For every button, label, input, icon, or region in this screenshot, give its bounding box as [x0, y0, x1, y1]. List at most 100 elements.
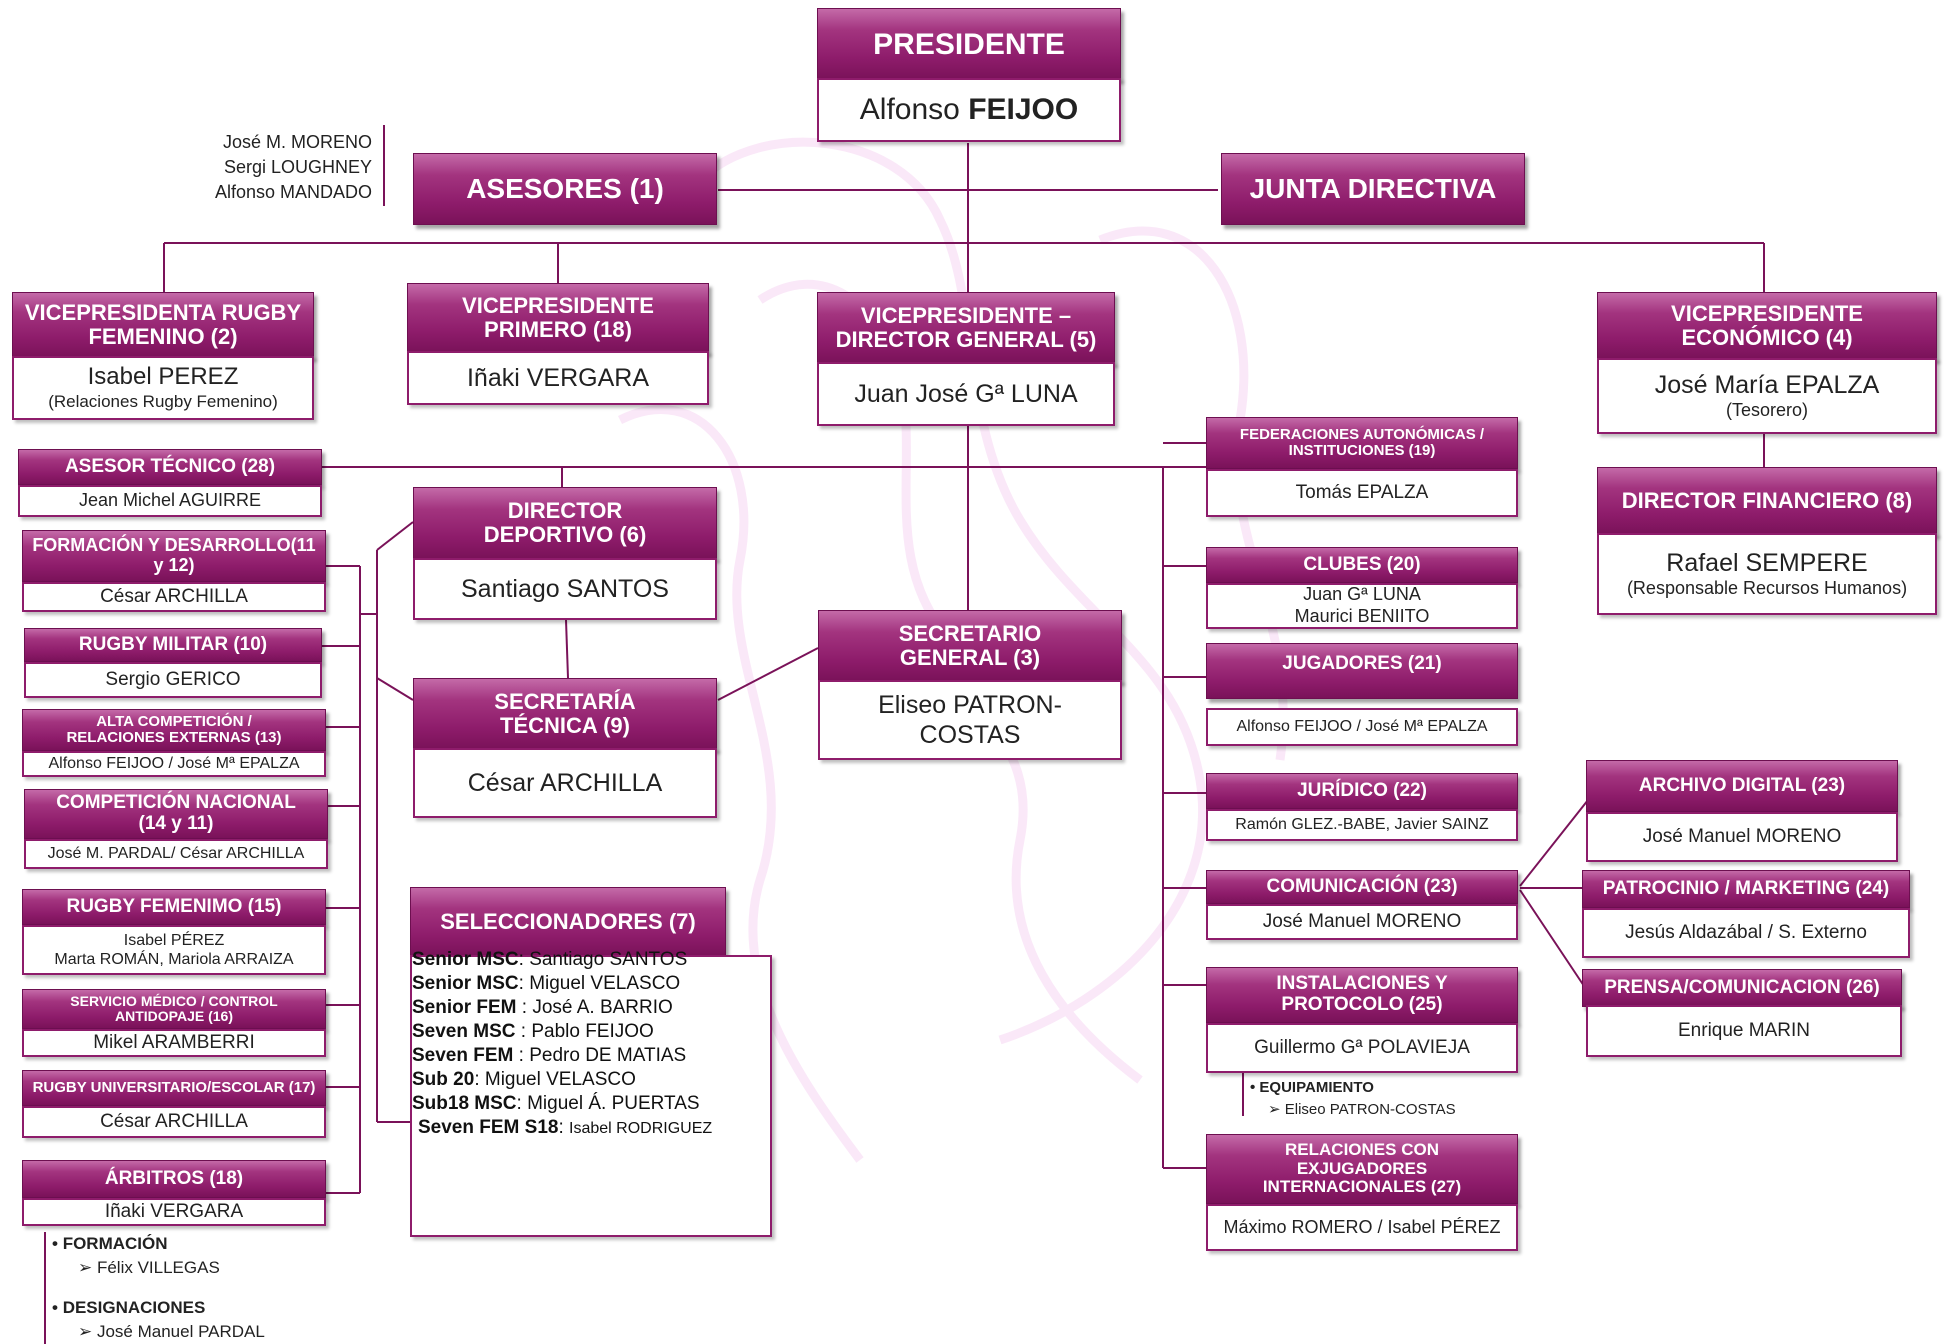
- comunicacion-title: COMUNICACIÓN (23): [1206, 870, 1518, 904]
- seleccionadores-body: [410, 955, 772, 1237]
- vp-director-general-name: Juan José Gª LUNA: [854, 380, 1078, 408]
- note-heading-text: EQUIPAMIENTO: [1259, 1079, 1374, 1096]
- note-item: ➢ José Manuel PARDAL: [52, 1320, 312, 1344]
- seleccionadores-title: SELECCIONADORES (7): [410, 887, 726, 957]
- note-heading-text: DESIGNACIONES: [62, 1298, 206, 1317]
- secretaria-tecnica-name: César ARCHILLA: [467, 769, 663, 797]
- director-deportivo-body: Santiago SANTOS: [413, 558, 717, 620]
- instalaciones-title: INSTALACIONES Y PROTOCOLO (25): [1206, 967, 1518, 1023]
- separator: :: [513, 1045, 530, 1066]
- arrow-icon: ➢: [1268, 1101, 1285, 1118]
- clubes-name-2: Maurici BENIITO: [1294, 606, 1430, 626]
- federaciones-title: FEDERACIONES AUTONÓMICAS / INSTITUCIONES…: [1206, 417, 1518, 469]
- team-label: Sub 20: [412, 1069, 475, 1090]
- team-label: Seven FEM S18: [418, 1117, 559, 1138]
- jugadores-body: Alfonso FEIJOO / José Mª EPALZA: [1206, 708, 1518, 746]
- vp-economico-detail: (Tesorero): [1725, 400, 1809, 421]
- vp-director-general-node: VICEPRESIDENTE – DIRECTOR GENERAL (5) Ju…: [817, 292, 1115, 426]
- secretario-general-name: Eliseo PATRON-COSTAS: [878, 691, 1062, 749]
- seleccionadores-list: Senior MSC: Santiago SANTOS Senior MSC: …: [412, 948, 762, 1141]
- patrocinio-title: PATROCINIO / MARKETING (24): [1582, 870, 1910, 908]
- team-label: Sub18 MSC: [412, 1093, 517, 1114]
- presidente-title: PRESIDENTE: [817, 8, 1121, 80]
- instalaciones-notes: • EQUIPAMIENTO ➢ Eliseo PATRON-COSTAS: [1250, 1077, 1510, 1121]
- rugby-femenino-node: RUGBY FEMENIMO (15) Isabel PÉREZ Marta R…: [22, 889, 326, 975]
- coach-name: Miguel Á. PUERTAS: [527, 1093, 700, 1114]
- rugby-universitario-body: César ARCHILLA: [22, 1106, 326, 1138]
- director-financiero-name: Rafael SEMPERE: [1666, 549, 1868, 578]
- archivo-digital-node: ARCHIVO DIGITAL (23) José Manuel MORENO: [1586, 760, 1898, 862]
- juridico-node: JURÍDICO (22) Ramón GLEZ.-BABE, Javier S…: [1206, 773, 1518, 841]
- seleccionador-entry: Seven FEM : Pedro DE MATIAS: [412, 1044, 762, 1068]
- alta-competicion-body: Alfonso FEIJOO / José Mª EPALZA: [22, 751, 326, 777]
- seleccionador-entry: Sub18 MSC: Miguel Á. PUERTAS: [412, 1092, 762, 1116]
- alta-competicion-title: ALTA COMPETICIÓN / RELACIONES EXTERNAS (…: [22, 709, 326, 751]
- presidente-last-name: FEIJOO: [968, 93, 1079, 126]
- note-item-text: Félix VILLEGAS: [96, 1258, 220, 1277]
- asesores-node: ASESORES (1): [413, 153, 717, 225]
- note-item-text: José Manuel PARDAL: [96, 1322, 265, 1341]
- asesor-tecnico-node: ASESOR TÉCNICO (28) Jean Michel AGUIRRE: [18, 449, 322, 517]
- vp-director-general-title: VICEPRESIDENTE – DIRECTOR GENERAL (5): [817, 292, 1115, 364]
- formacion-desarrollo-name: César ARCHILLA: [100, 585, 248, 607]
- prensa-title: PRENSA/COMUNICACION (26): [1582, 969, 1902, 1007]
- asesor-name: José M. MORENO: [222, 132, 372, 152]
- jugadores-title: JUGADORES (21): [1206, 643, 1518, 699]
- servicio-medico-node: SERVICIO MÉDICO / CONTROL ANTIDOPAJE (16…: [22, 989, 326, 1057]
- asesor-name: Alfonso MANDADO: [214, 182, 372, 202]
- director-deportivo-name: Santiago SANTOS: [461, 575, 669, 603]
- coach-name: Miguel VELASCO: [529, 973, 681, 994]
- vp-economico-body: José María EPALZA (Tesorero): [1597, 358, 1937, 434]
- secretario-general-body: Eliseo PATRON-COSTAS: [818, 680, 1122, 760]
- seleccionador-entry: Senior FEM : José A. BARRIO: [412, 996, 762, 1020]
- rugby-militar-name: Sergio GERICO: [105, 668, 241, 690]
- asesor-tecnico-name: Jean Michel AGUIRRE: [78, 490, 262, 511]
- prensa-body: Enrique MARIN: [1586, 1005, 1902, 1057]
- presidente-first-name: Alfonso: [859, 93, 969, 126]
- clubes-title: CLUBES (20): [1206, 547, 1518, 583]
- comunicacion-body: José Manuel MORENO: [1206, 904, 1518, 940]
- vp-rugby-femenino-name: Isabel PEREZ: [87, 363, 239, 391]
- junta-directiva-node: JUNTA DIRECTIVA: [1221, 153, 1525, 225]
- arrow-icon: ➢: [78, 1322, 97, 1341]
- rugby-universitario-title: RUGBY UNIVERSITARIO/ESCOLAR (17): [22, 1070, 326, 1106]
- competicion-nacional-body: José M. PARDAL/ César ARCHILLA: [24, 839, 328, 869]
- alta-competicion-name: Alfonso FEIJOO / José Mª EPALZA: [48, 755, 300, 773]
- formacion-desarrollo-node: FORMACIÓN Y DESARROLLO(11 y 12) César AR…: [22, 530, 326, 612]
- vp-primero-node: VICEPRESIDENTE PRIMERO (18) Iñaki VERGAR…: [407, 283, 709, 405]
- note-heading-text: FORMACIÓN: [62, 1234, 168, 1253]
- juridico-name: Ramón GLEZ.-BABE, Javier SAINZ: [1235, 816, 1489, 834]
- archivo-digital-name: José Manuel MORENO: [1642, 825, 1842, 847]
- servicio-medico-name: Mikel ARAMBERRI: [93, 1031, 255, 1053]
- rugby-militar-node: RUGBY MILITAR (10) Sergio GERICO: [24, 628, 322, 698]
- vp-rugby-femenino-detail: (Relaciones Rugby Femenino): [48, 392, 278, 412]
- patrocinio-node: PATROCINIO / MARKETING (24) Jesús Aldazá…: [1582, 870, 1910, 958]
- clubes-node: CLUBES (20) Juan Gª LUNA Maurici BENIITO: [1206, 547, 1518, 629]
- director-financiero-title: DIRECTOR FINANCIERO (8): [1597, 467, 1937, 535]
- director-deportivo-node: DIRECTOR DEPORTIVO (6) Santiago SANTOS: [413, 487, 717, 620]
- vp-primero-name: Iñaki VERGARA: [466, 364, 649, 392]
- director-financiero-node: DIRECTOR FINANCIERO (8) Rafael SEMPERE (…: [1597, 467, 1937, 615]
- competicion-nacional-node: COMPETICIÓN NACIONAL (14 y 11) José M. P…: [24, 789, 328, 869]
- separator: :: [558, 1117, 570, 1138]
- separator: :: [516, 997, 533, 1018]
- relaciones-exjugadores-title: RELACIONES CON EXJUGADORES INTERNACIONAL…: [1206, 1134, 1518, 1204]
- asesor-tecnico-body: Jean Michel AGUIRRE: [18, 485, 322, 517]
- juridico-body: Ramón GLEZ.-BABE, Javier SAINZ: [1206, 809, 1518, 841]
- instalaciones-name: Guillermo Gª POLAVIEJA: [1254, 1036, 1470, 1058]
- note-heading: • FORMACIÓN: [52, 1232, 312, 1256]
- asesor-name: Sergi LOUGHNEY: [223, 157, 372, 177]
- patrocinio-name: Jesús Aldazábal / S. Externo: [1625, 921, 1867, 943]
- rugby-femenino-body: Isabel PÉREZ Marta ROMÁN, Mariola ARRAIZ…: [22, 925, 326, 975]
- note-item: ➢ Eliseo PATRON-COSTAS: [1250, 1099, 1510, 1121]
- note-heading: • EQUIPAMIENTO: [1250, 1077, 1510, 1099]
- coach-name: Santiago SANTOS: [529, 949, 688, 970]
- presidente-node: PRESIDENTE Alfonso FEIJOO: [817, 8, 1121, 142]
- clubes-body: Juan Gª LUNA Maurici BENIITO: [1206, 583, 1518, 629]
- vp-primero-body: Iñaki VERGARA: [407, 351, 709, 405]
- arbitros-notes: • FORMACIÓN ➢ Félix VILLEGAS • DESIGNACI…: [52, 1232, 312, 1344]
- prensa-name: Enrique MARIN: [1678, 1019, 1810, 1041]
- rugby-femenino-name-2: Marta ROMÁN, Mariola ARRAIZA: [54, 951, 294, 968]
- jugadores-name: Alfonso FEIJOO / José Mª EPALZA: [1236, 718, 1488, 736]
- team-label: Senior MSC: [412, 973, 519, 994]
